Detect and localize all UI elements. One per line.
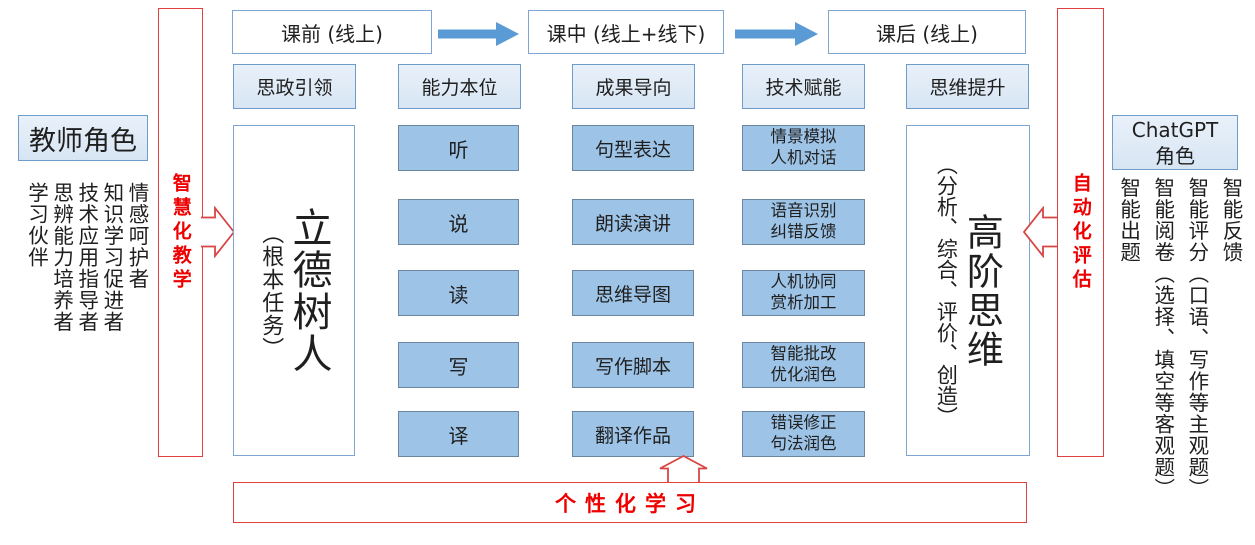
chatgpt-role-title-box: ChatGPT 角色 — [1112, 115, 1238, 170]
ai-support-box-co-appreciation: 人机协同 赏析加工 — [742, 270, 865, 316]
chatgpt-role-item: 智能出题 — [1116, 177, 1141, 263]
output-box-script: 写作脚本 — [572, 342, 694, 388]
skill-box-translating: 译 — [398, 411, 519, 457]
skill-box-speaking: 说 — [398, 199, 519, 245]
stage-box-during-class: 课中 (线上+线下) — [528, 10, 724, 54]
ai-support-box-dialogue: 情景模拟 人机对话 — [742, 125, 865, 171]
skill-box-listening: 听 — [398, 125, 519, 171]
core-task-sub-label: （分析、综合、评价、创造） — [934, 154, 959, 427]
chatgpt-role-list: 智能反馈 智能评分（口语、写作等主观题） 智能阅卷（选择、填空等客观题） 智能出… — [1108, 177, 1243, 517]
output-box-speech: 朗读演讲 — [572, 199, 694, 245]
smart-teaching-bar: 智慧化教学 — [158, 8, 203, 457]
ai-support-box-error-fix: 错误修正 句法润色 — [742, 411, 865, 457]
core-task-sub-label: （根本任务） — [258, 221, 284, 360]
ai-support-box-speech-recognition: 语音识别 纠错反馈 — [742, 199, 865, 245]
smart-teaching-label: 智慧化教学 — [169, 172, 192, 293]
teacher-role-item: 学习伙伴 — [24, 182, 49, 268]
principle-box-outcome: 成果导向 — [572, 64, 695, 109]
principle-box-ideology: 思政引领 — [233, 64, 356, 109]
flow-arrow-icon — [438, 22, 519, 46]
core-task-main-label: 高阶思维 — [960, 212, 1004, 369]
core-task-box-lide-shuren: （根本任务） 立德树人 — [233, 125, 355, 456]
teacher-role-title-box: 教师角色 — [18, 115, 148, 161]
teacher-role-item: 技术应用指导者 — [74, 182, 99, 333]
automated-assessment-bar: 自动化评估 — [1057, 8, 1104, 457]
left-hollow-arrow-icon — [1022, 206, 1057, 258]
core-task-box-higher-order-thinking: （分析、综合、评价、创造） 高阶思维 — [906, 125, 1030, 456]
up-hollow-arrow-icon — [659, 455, 708, 484]
stage-box-after-class: 课后 (线上) — [828, 10, 1026, 54]
principle-box-technology: 技术赋能 — [742, 64, 865, 109]
chatgpt-role-item: 智能评分（口语、写作等主观题） — [1184, 177, 1209, 500]
chatgpt-role-item: 智能反馈 — [1219, 177, 1243, 263]
flow-arrow-icon — [735, 22, 818, 46]
personalized-learning-bar: 个性化学习 — [233, 482, 1027, 523]
output-box-translation: 翻译作品 — [572, 411, 694, 457]
output-box-sentence: 句型表达 — [572, 125, 694, 171]
skill-box-reading: 读 — [398, 270, 519, 316]
automated-assessment-label: 自动化评估 — [1069, 172, 1092, 293]
teacher-role-item: 知识学习促进者 — [99, 182, 124, 333]
skill-box-writing: 写 — [398, 342, 519, 388]
output-box-mindmap: 思维导图 — [572, 270, 694, 316]
principle-box-competence: 能力本位 — [398, 64, 521, 109]
principle-box-thinking: 思维提升 — [906, 64, 1029, 109]
teacher-role-item: 思辨能力培养者 — [49, 182, 74, 333]
ai-support-box-smart-correction: 智能批改 优化润色 — [742, 342, 865, 388]
right-hollow-arrow-icon — [201, 206, 235, 258]
teacher-role-list: 情感呵护者 知识学习促进者 技术应用指导者 思辨能力培养者 学习伙伴 — [22, 182, 150, 382]
stage-box-before-class: 课前 (线上) — [232, 10, 432, 54]
teacher-role-item: 情感呵护者 — [125, 182, 149, 290]
core-task-main-label: 立德树人 — [285, 206, 332, 375]
chatgpt-role-item: 智能阅卷（选择、填空等客观题） — [1150, 177, 1175, 500]
